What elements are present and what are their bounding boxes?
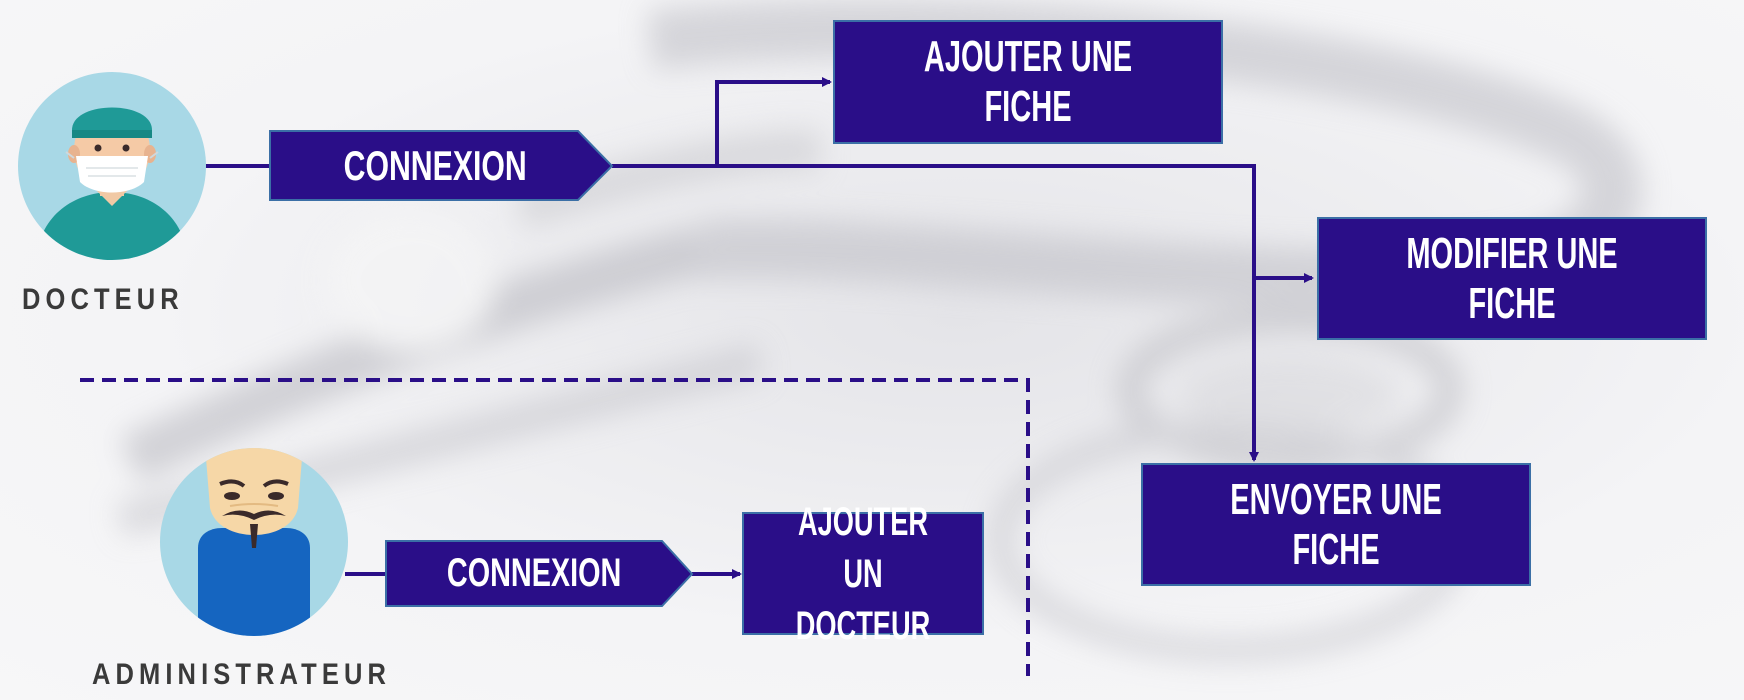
admin-login-shape — [385, 540, 694, 607]
doctor-login-shape — [269, 130, 614, 201]
role-separator-dashed-line — [80, 378, 1030, 676]
doctor-actor-label: DOCTEUR — [22, 283, 184, 316]
doctor-login-step: CONNEXION — [270, 131, 600, 200]
add-sheet-box: AJOUTER UNE FICHE — [833, 20, 1223, 144]
send-sheet-label: ENVOYER UNE FICHE — [1230, 474, 1442, 574]
surgeon-avatar-icon — [18, 72, 206, 260]
admin-actor-label: ADMINISTRATEUR — [92, 658, 392, 691]
add-doctor-label: AJOUTER UN DOCTEUR — [795, 499, 931, 648]
add-sheet-label: AJOUTER UNE FICHE — [923, 32, 1133, 131]
doctor-login-label: CONNEXION — [343, 141, 527, 189]
modify-sheet-box: MODIFIER UNE FICHE — [1317, 217, 1707, 340]
admin-login-label: CONNEXION — [446, 551, 622, 595]
masked-admin-avatar-icon — [160, 448, 348, 636]
modify-sheet-label: MODIFIER UNE FICHE — [1406, 228, 1618, 328]
add-doctor-box: AJOUTER UN DOCTEUR — [742, 500, 984, 648]
admin-login-step: CONNEXION — [386, 541, 682, 606]
connector-to-add-sheet — [715, 77, 832, 166]
send-sheet-box: ENVOYER UNE FICHE — [1141, 463, 1531, 586]
